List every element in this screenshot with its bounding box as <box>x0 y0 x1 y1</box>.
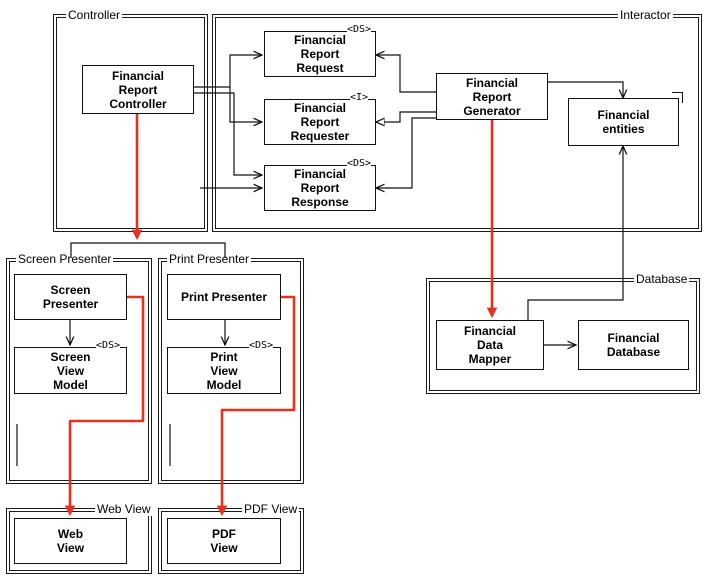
web-view-label: Web View <box>56 527 85 555</box>
controller-to-requester-line <box>229 87 262 122</box>
pdf-view-label: PDF View <box>210 527 238 555</box>
controller-to-request-line <box>194 55 262 88</box>
financial-entities-label: Financial entities <box>597 108 650 136</box>
financial-report-generator-label: Financial Report Generator <box>463 75 521 118</box>
financial-report-controller-label: Financial Report Controller <box>109 68 167 111</box>
financial-report-controller-box[interactable]: Financial Report Controller <box>82 65 194 114</box>
print-view-model-stereotype-badge: <DS> <box>249 340 274 351</box>
financial-report-request-label: Financial Report Request <box>293 33 346 75</box>
screen-presenter-frame-title: Screen Presenter <box>16 252 114 266</box>
screen-view-model-stereotype-badge: <DS> <box>96 340 121 351</box>
print-presenter-to-pdf-red-arrow <box>216 295 296 517</box>
pdf-view-box[interactable]: PDF View <box>167 518 281 564</box>
financial-report-request-box[interactable]: Financial Report Request <box>264 31 376 77</box>
entities-corner-mark <box>672 92 683 103</box>
screen-presenter-box[interactable]: Screen Presenter <box>14 274 127 320</box>
screen-view-model-box[interactable]: Screen View Model <box>14 347 127 394</box>
print-presenter-label: Print Presenter <box>180 290 268 304</box>
financial-entities-box[interactable]: Financial entities <box>568 98 679 146</box>
controller-to-presenters-line <box>70 242 226 258</box>
screen-presenter-to-web-red-arrow <box>64 295 145 517</box>
interactor-frame-title: Interactor <box>618 8 673 22</box>
web-view-frame-title: Web View <box>95 502 153 516</box>
financial-report-requester-label: Financial Report Requester <box>290 101 350 143</box>
controller-to-response-line <box>194 92 262 175</box>
financial-report-requester-box[interactable]: Financial Report Requester <box>264 99 376 145</box>
screen-view-model-label: Screen View Model <box>50 349 91 392</box>
print-view-model-label: Print View Model <box>206 349 242 392</box>
financial-data-mapper-box[interactable]: Financial Data Mapper <box>436 320 544 370</box>
web-view-box[interactable]: Web View <box>14 518 127 564</box>
print-presenter-box[interactable]: Print Presenter <box>167 274 281 320</box>
generator-to-request-line <box>376 55 436 93</box>
response-stereotype-badge: <DS> <box>347 158 372 169</box>
controller-frame <box>53 14 208 232</box>
financial-report-response-label: Financial Report Response <box>291 167 349 209</box>
controller-frame-title: Controller <box>66 8 123 22</box>
generator-to-entities-line <box>548 81 623 98</box>
database-frame-title: Database <box>634 272 690 286</box>
web-view-frame <box>6 508 152 574</box>
print-view-model-box[interactable]: Print View Model <box>167 347 281 394</box>
pdf-view-frame <box>158 508 304 574</box>
database-frame <box>426 278 700 394</box>
print-presenter-frame-title: Print Presenter <box>167 252 252 266</box>
pdf-view-frame-title: PDF View <box>242 502 300 516</box>
financial-database-box[interactable]: Financial Database <box>578 320 689 370</box>
financial-data-mapper-label: Financial Data Mapper <box>463 324 516 366</box>
mapper-to-entities-line <box>527 146 623 320</box>
financial-report-response-box[interactable]: Financial Report Response <box>264 165 376 211</box>
generator-to-requester-line <box>376 111 436 122</box>
request-stereotype-badge: <DS> <box>347 24 372 35</box>
requester-stereotype-badge: <I> <box>350 92 369 103</box>
financial-database-label: Financial Database <box>606 331 661 359</box>
financial-report-generator-box[interactable]: Financial Report Generator <box>436 73 548 120</box>
generator-to-response-line <box>376 117 436 188</box>
interactor-frame <box>212 14 702 232</box>
screen-presenter-label: Screen Presenter <box>42 283 99 311</box>
